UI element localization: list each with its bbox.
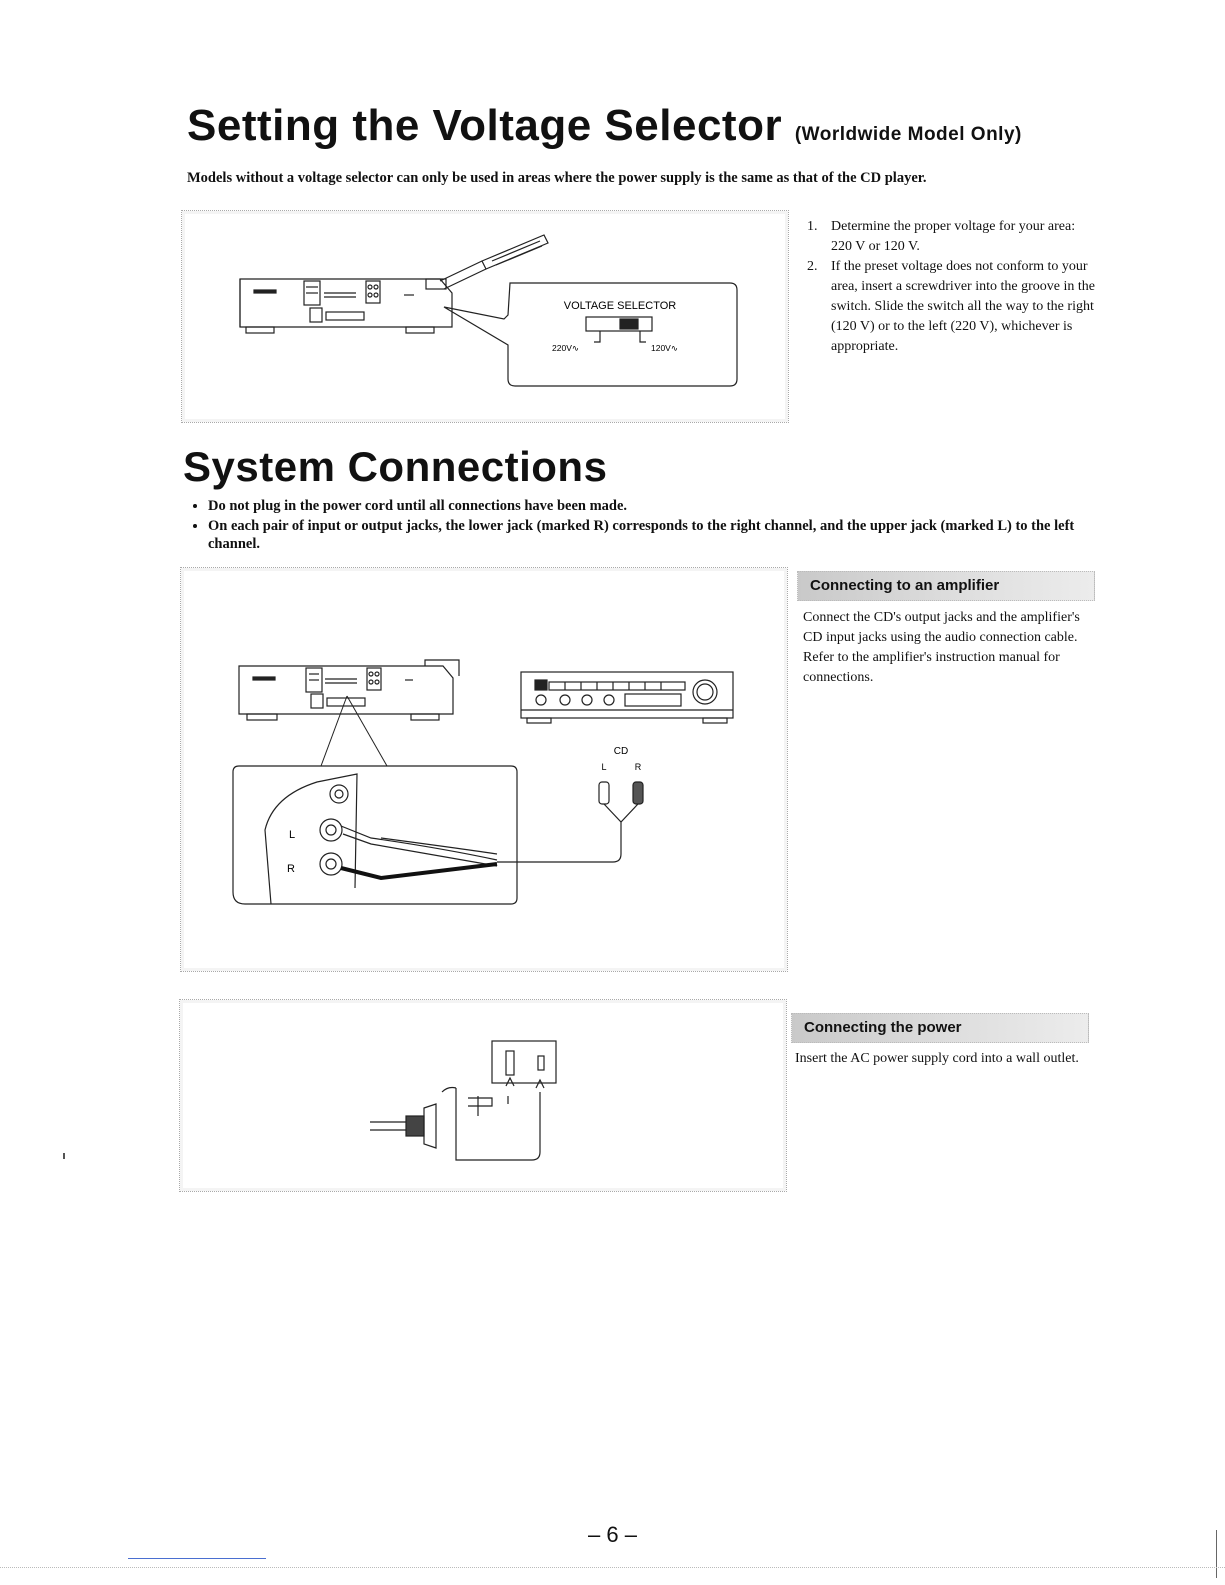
power-connection-illustration: [370, 1040, 557, 1161]
screwdriver-drawing: [439, 234, 549, 290]
voltage-selector-title-suffix: (Worldwide Model Only): [794, 124, 1022, 145]
jack-r-label: R: [287, 863, 295, 875]
jack-l-label: L: [289, 829, 295, 841]
jack-detail-callout: [232, 765, 518, 905]
voltage-step-1: 1. Determine the proper voltage for your …: [805, 217, 1095, 257]
voltage-step-1-text: Determine the proper voltage for your ar…: [831, 219, 1076, 254]
system-connections-title: System Connections: [183, 443, 608, 490]
amplifier-connection-illustration: CD L R L R: [232, 659, 734, 905]
bottom-rule: [0, 1567, 1225, 1568]
amplifier-cd-label: CD: [614, 746, 628, 757]
voltage-selector-title: Setting the Voltage Selector (Worldwide …: [187, 98, 1022, 163]
connection-note-1: Do not plug in the power cord until all …: [208, 497, 1088, 515]
voltage-120-label: 120V∿: [651, 343, 678, 353]
power-plug-drawing: [370, 1076, 545, 1161]
power-heading: Connecting the power: [791, 1013, 1089, 1043]
page-number: – 6 –: [588, 1522, 637, 1547]
power-instructions: Insert the AC power supply cord into a w…: [795, 1051, 1079, 1066]
amplifier-drawing: [520, 671, 734, 724]
connection-note-2: On each pair of input or output jacks, t…: [208, 517, 1088, 553]
footer-rule: [128, 1558, 266, 1559]
voltage-selector-illustration: VOLTAGE SELECTOR 220V∿ 120V∿: [239, 234, 738, 387]
voltage-selector-callout-label: VOLTAGE SELECTOR: [564, 300, 677, 312]
margin-mark: [63, 1153, 65, 1159]
voltage-selector-steps: 1. Determine the proper voltage for your …: [805, 217, 1095, 357]
rca-plug-drawing: [497, 781, 644, 863]
cd-player-drawing: [238, 659, 460, 721]
voltage-selector-callout: [443, 282, 738, 387]
voltage-step-2-number: 2.: [807, 259, 818, 274]
cd-player-rear-drawing: [239, 278, 453, 334]
power-connection-figure: [179, 999, 787, 1192]
voltage-step-2: 2. If the preset voltage does not conform…: [805, 257, 1095, 357]
amplifier-heading: Connecting to an amplifier: [797, 571, 1095, 601]
amplifier-l-label: L: [601, 762, 606, 772]
voltage-220-label: 220V∿: [552, 343, 579, 353]
voltage-selector-intro: Models without a voltage selector can on…: [187, 170, 927, 186]
voltage-step-1-number: 1.: [807, 219, 818, 234]
voltage-selector-title-text: Setting the Voltage Selector: [187, 101, 783, 150]
amplifier-r-label: R: [635, 762, 642, 772]
voltage-selector-figure: VOLTAGE SELECTOR 220V∿ 120V∿: [181, 210, 789, 423]
wall-outlet-drawing: [491, 1040, 557, 1084]
zoom-lines: [320, 695, 388, 767]
amplifier-connection-figure: CD L R L R: [180, 567, 788, 972]
amplifier-instructions: Connect the CD's output jacks and the am…: [803, 610, 1080, 685]
voltage-step-2-text: If the preset voltage does not conform t…: [831, 259, 1095, 354]
edge-mark: [1216, 1530, 1217, 1578]
system-connections-notes: Do not plug in the power cord until all …: [190, 497, 1088, 555]
